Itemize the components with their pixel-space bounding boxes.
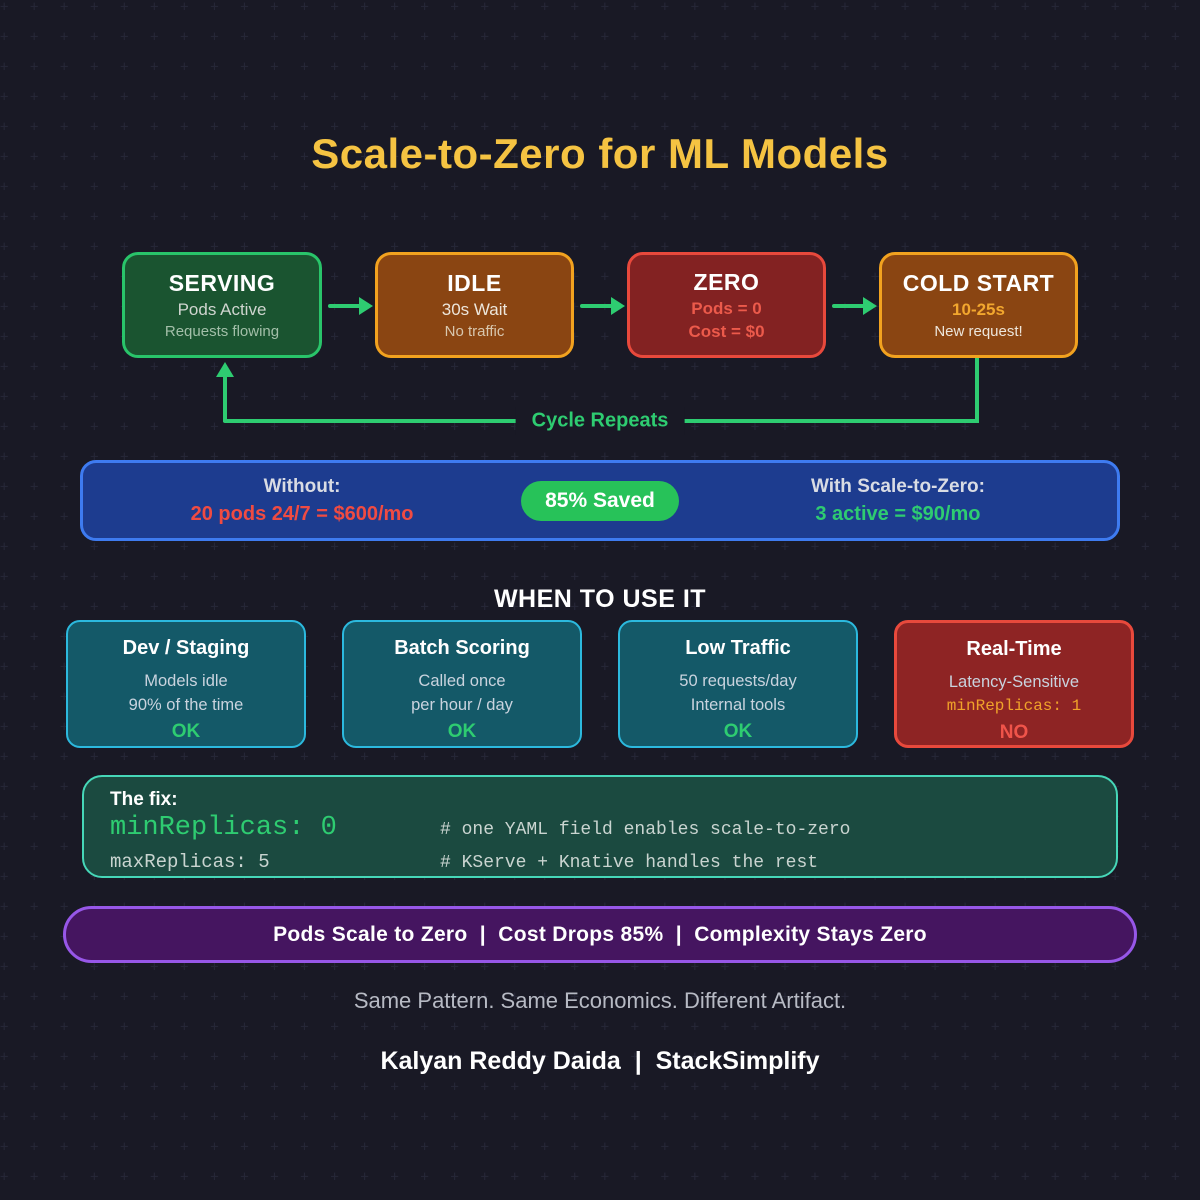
arrow-shaft: [580, 304, 613, 308]
flow-box-line: Pods = 0: [691, 298, 762, 318]
flow-box-zero: ZERO Pods = 0 Cost = $0: [627, 252, 826, 358]
card-code-line: minReplicas: 1: [946, 697, 1082, 715]
flow-box-title: IDLE: [447, 270, 502, 296]
card-title: Real-Time: [966, 638, 1062, 660]
arrow-shaft: [832, 304, 865, 308]
author-credit: Kalyan Reddy Daida | StackSimplify: [380, 1047, 820, 1075]
flow-box-title: SERVING: [168, 270, 276, 296]
card-verdict: OK: [171, 721, 201, 742]
arrow-head: [611, 297, 625, 315]
card-line: Models idle: [144, 672, 228, 690]
flow-box-line: New request!: [934, 323, 1023, 340]
card-line: Called once: [418, 672, 506, 690]
flow-box-line: Requests flowing: [164, 323, 280, 340]
flow-box-cold-start: COLD START 10-25s New request!: [879, 252, 1078, 358]
flow-box-serving: SERVING Pods Active Requests flowing: [122, 252, 322, 358]
cycle-repeats-label: Cycle Repeats: [515, 406, 685, 436]
card-verdict: OK: [723, 721, 753, 742]
card-title: Low Traffic: [685, 637, 791, 659]
card-verdict: NO: [999, 722, 1029, 743]
code-row: minReplicas: 0 # one YAML field enables …: [110, 813, 1090, 843]
flow-box-title: COLD START: [902, 270, 1055, 296]
flow-arrow-icon: [580, 296, 626, 316]
tagline: Same Pattern. Same Economics. Different …: [353, 988, 847, 1013]
cycle-line-left: [223, 376, 227, 422]
fix-code-block: The fix: minReplicas: 0 # one YAML field…: [82, 775, 1118, 878]
cost-with-column: With Scale-to-Zero: 3 active = $90/mo: [679, 476, 1117, 526]
flow-box-idle: IDLE 30s Wait No traffic: [375, 252, 574, 358]
flow-box-line: 10-25s: [952, 300, 1005, 319]
card-verdict: OK: [447, 721, 477, 742]
arrow-head: [359, 297, 373, 315]
without-label: Without:: [263, 475, 341, 497]
flow-box-line: 30s Wait: [441, 300, 508, 319]
card-line: 90% of the time: [128, 696, 244, 714]
when-to-use-heading: WHEN TO USE IT: [493, 585, 707, 613]
use-card-real-time: Real-Time Latency-Sensitive minReplicas:…: [894, 620, 1134, 748]
code-comment: # KServe + Knative handles the rest: [440, 853, 819, 873]
flow-arrow-icon: [328, 296, 374, 316]
code-row: maxReplicas: 5 # KServe + Knative handle…: [110, 851, 1090, 873]
code-max-replicas: maxReplicas: 5: [110, 851, 270, 873]
flow-box-title: ZERO: [693, 268, 760, 295]
cycle-arrow-up-icon: [216, 362, 234, 377]
arrow-shaft: [328, 304, 361, 308]
flow-box-line: Cost = $0: [688, 321, 765, 341]
card-line: Internal tools: [690, 696, 786, 714]
flow-box-line: No traffic: [444, 323, 505, 340]
use-card-low-traffic: Low Traffic 50 requests/day Internal too…: [618, 620, 858, 748]
with-label: With Scale-to-Zero:: [810, 475, 985, 497]
card-line: Latency-Sensitive: [948, 673, 1080, 691]
cost-comparison-bar: Without: 20 pods 24/7 = $600/mo 85% Save…: [80, 460, 1120, 541]
code-comment: # one YAML field enables scale-to-zero: [440, 820, 851, 840]
with-value: 3 active = $90/mo: [815, 502, 981, 525]
fix-label: The fix:: [110, 789, 178, 810]
summary-banner: Pods Scale to Zero | Cost Drops 85% | Co…: [63, 906, 1137, 963]
use-card-batch-scoring: Batch Scoring Called once per hour / day…: [342, 620, 582, 748]
card-line: per hour / day: [411, 696, 513, 714]
card-title: Dev / Staging: [122, 637, 250, 659]
cycle-line-right: [975, 358, 979, 423]
saved-badge: 85% Saved: [521, 480, 679, 521]
page-title: Scale-to-Zero for ML Models: [311, 130, 889, 177]
cost-without-column: Without: 20 pods 24/7 = $600/mo: [83, 476, 521, 526]
flow-arrow-icon: [832, 296, 878, 316]
code-min-replicas: minReplicas: 0: [110, 813, 337, 843]
without-value: 20 pods 24/7 = $600/mo: [190, 502, 414, 525]
card-line: 50 requests/day: [679, 672, 797, 690]
use-card-dev-staging: Dev / Staging Models idle 90% of the tim…: [66, 620, 306, 748]
card-title: Batch Scoring: [394, 637, 530, 659]
arrow-head: [863, 297, 877, 315]
flow-box-line: Pods Active: [177, 300, 267, 319]
